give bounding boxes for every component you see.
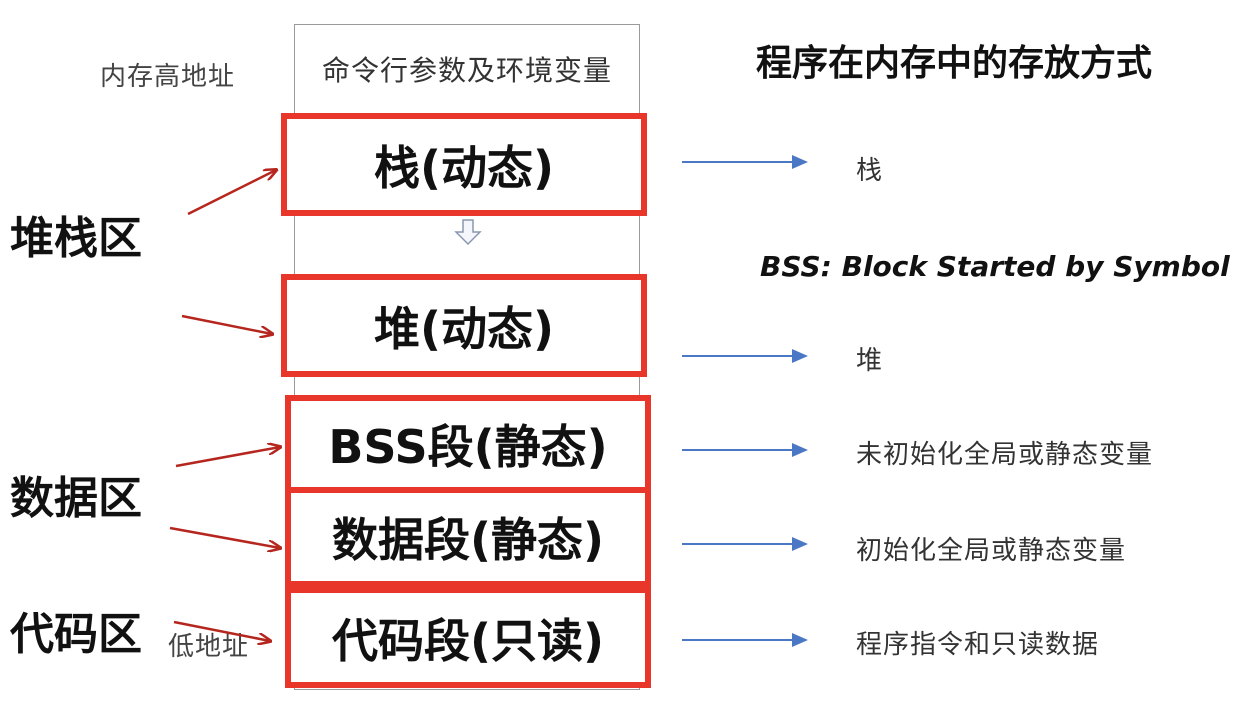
desc-code: 程序指令和只读数据	[856, 630, 1100, 660]
top-cell-cmdline-env: 命令行参数及环境变量	[321, 54, 612, 87]
region-arrow-heap	[181, 314, 272, 334]
region-stack-heap: 堆栈区	[10, 213, 142, 264]
region-data: 数据区	[10, 473, 142, 524]
high-address-label: 内存高地址	[100, 62, 236, 92]
desc-stack: 栈	[856, 156, 884, 186]
segment-stack: 栈(动态)	[281, 113, 647, 216]
region-arrow-bss	[175, 447, 280, 468]
segment-data: 数据段(静态)	[285, 487, 651, 587]
segment-bss: BSS段(静态)	[285, 395, 651, 493]
region-arrow-stack	[187, 170, 276, 216]
bss-subtitle: BSS: Block Started by Symbol	[760, 250, 1230, 283]
desc-data: 初始化全局或静态变量	[856, 536, 1127, 566]
low-address-label: 低地址	[168, 632, 250, 662]
region-code: 代码区	[10, 609, 142, 660]
desc-bss: 未初始化全局或静态变量	[856, 440, 1154, 470]
diagram-title: 程序在内存中的存放方式	[756, 43, 1153, 84]
segment-code: 代码段(只读)	[285, 587, 651, 688]
desc-heap: 堆	[856, 346, 884, 376]
stack-growth-arrow	[454, 219, 482, 246]
region-arrow-code	[173, 620, 270, 641]
segment-heap: 堆(动态)	[281, 274, 647, 377]
region-arrow-data	[169, 526, 280, 548]
